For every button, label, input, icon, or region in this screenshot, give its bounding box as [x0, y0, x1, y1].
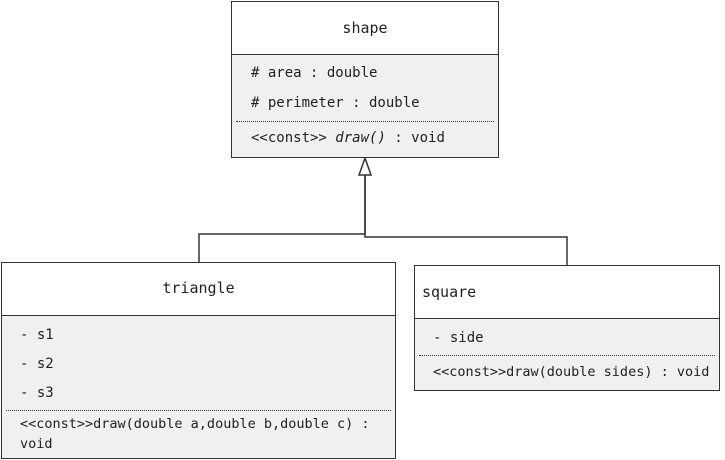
generalization-arrowhead	[357, 155, 373, 176]
shape-attribute-perimeter: # perimeter : double	[251, 95, 420, 111]
class-triangle-body: - s1 - s2 - s3 <<const>>draw(double a,do…	[2, 315, 395, 458]
square-attribute-side: - side	[433, 330, 484, 346]
class-square[interactable]: square - side <<const>>draw(double sides…	[414, 265, 720, 391]
class-square-name: square	[422, 283, 477, 301]
triangle-generalization-line	[198, 175, 366, 263]
square-generalization-line	[364, 175, 568, 266]
triangle-method-line-2: void	[20, 436, 53, 452]
triangle-attribute-s3: - s3	[20, 385, 54, 401]
shape-method-separator	[236, 121, 494, 122]
shape-method-returns: : void	[385, 130, 445, 146]
class-triangle[interactable]: triangle - s1 - s2 - s3 <<const>>draw(do…	[1, 262, 396, 459]
class-square-body: - side <<const>>draw(double sides) : voi…	[415, 318, 719, 390]
triangle-method-line-1: <<const>>draw(double a,double b,double c…	[20, 416, 370, 432]
class-shape-body: # area : double # perimeter : double <<c…	[232, 54, 498, 157]
square-method-separator	[419, 355, 715, 356]
class-shape[interactable]: shape # area : double # perimeter : doub…	[231, 1, 499, 158]
shape-method-draw: <<const>> draw() : void	[251, 130, 445, 146]
class-triangle-name: triangle	[162, 279, 235, 297]
triangle-attribute-s1: - s1	[20, 327, 54, 343]
class-shape-name: shape	[342, 19, 388, 37]
shape-method-stereotype: <<const>>	[251, 130, 336, 146]
shape-attribute-area: # area : double	[251, 65, 378, 81]
square-method-draw: <<const>>draw(double sides) : void	[433, 364, 710, 380]
triangle-attribute-s2: - s2	[20, 356, 54, 372]
triangle-method-separator	[6, 410, 391, 411]
shape-method-name: draw()	[335, 130, 386, 146]
